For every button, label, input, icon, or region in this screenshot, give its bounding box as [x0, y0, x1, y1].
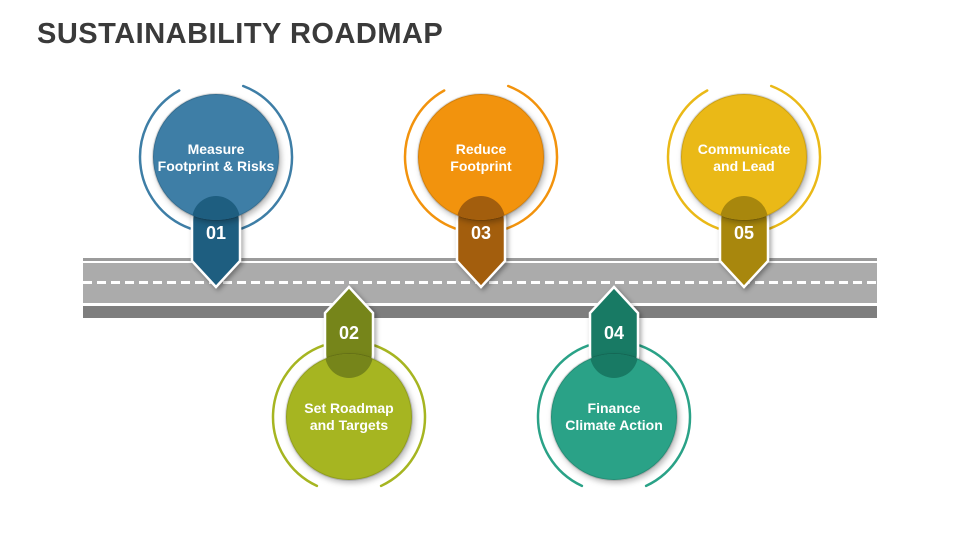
milestone-02: Set Roadmap and Targets 02 — [271, 285, 427, 488]
number-tag-cap — [720, 196, 768, 220]
milestone-number: 03 — [471, 223, 491, 243]
milestone-label-line1: Communicate — [698, 141, 791, 157]
milestone-04: Finance Climate Action 04 — [536, 285, 692, 488]
road-bottom-edge — [83, 306, 877, 318]
number-tag-cap — [590, 354, 638, 378]
milestone-label-line2: Footprint — [450, 158, 512, 174]
decorative-arc — [271, 344, 427, 488]
milestone-label-line2: and Targets — [310, 417, 389, 433]
milestone-label-line1: Finance — [588, 400, 641, 416]
milestone-01: Measure Footprint & Risks 01 — [138, 84, 294, 289]
milestone-number: 02 — [339, 323, 359, 343]
page-title: SUSTAINABILITY ROADMAP — [37, 18, 444, 50]
milestone-label-line1: Measure — [188, 141, 245, 157]
milestone-03: Reduce Footprint 03 — [403, 84, 559, 289]
milestone-label-line2: Footprint & Risks — [158, 158, 275, 174]
number-tag-cap — [325, 354, 373, 378]
milestone-label-line1: Reduce — [456, 141, 507, 157]
milestone-label-line2: and Lead — [713, 158, 774, 174]
decorative-arc — [403, 84, 559, 230]
decorative-arc — [666, 84, 822, 230]
decorative-arc — [536, 344, 692, 488]
milestone-label-line1: Set Roadmap — [304, 400, 393, 416]
milestone-05: Communicate and Lead 05 — [666, 84, 822, 289]
milestone-number: 01 — [206, 223, 226, 243]
number-tag-cap — [457, 196, 505, 220]
number-tag-cap — [192, 196, 240, 220]
milestone-number: 04 — [604, 323, 624, 343]
milestone-label-line2: Climate Action — [565, 417, 663, 433]
decorative-arc — [138, 84, 294, 230]
milestone-number: 05 — [734, 223, 754, 243]
